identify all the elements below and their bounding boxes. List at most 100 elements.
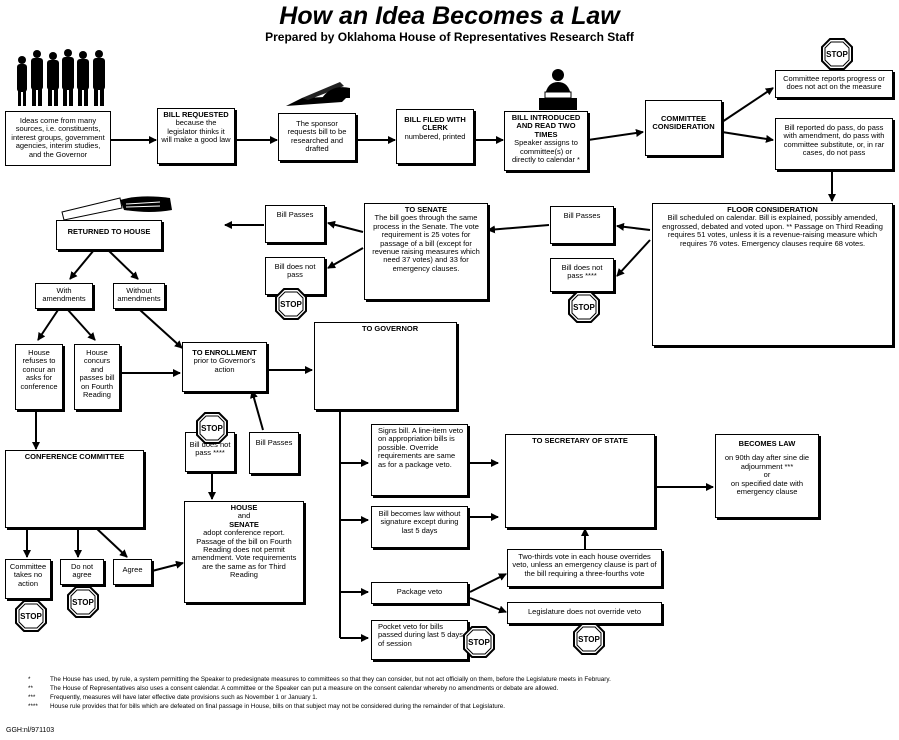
two-thirds-text: Two-thirds vote in each house overrides … xyxy=(512,552,657,578)
stop-sign-icon: STOP xyxy=(196,412,228,444)
agree-box: Agree xyxy=(113,559,152,585)
to-senate-text: The bill goes through the same process i… xyxy=(372,213,480,273)
footnote-mark: * xyxy=(28,676,31,683)
floor-consideration-box: FLOOR CONSIDERATION Bill scheduled on ca… xyxy=(652,203,893,346)
becomes-without-signature-text: Bill becomes law without signature excep… xyxy=(378,509,461,535)
footnote: ****House rule provides that for bills w… xyxy=(28,702,888,711)
committee-reports-text: Committee reports progress or does not a… xyxy=(783,74,885,92)
with-amendments-text: With amendments xyxy=(42,286,86,304)
not-override-box: Legislature does not override veto xyxy=(507,602,662,624)
bill-filed-text: numbered, printed xyxy=(404,131,466,141)
house-senate-text: adopt conference report. Passage of the … xyxy=(191,528,297,580)
svg-text:STOP: STOP xyxy=(826,50,848,59)
footnote: * The House has used, by rule, a system p… xyxy=(28,675,888,684)
bill-requested-title: BILL REQUESTED xyxy=(163,110,229,119)
do-not-agree-text: Do not agree xyxy=(70,562,94,580)
bill-requested-box: BILL REQUESTED because the legislator th… xyxy=(157,108,235,164)
house-senate-title2: SENATE xyxy=(229,519,259,529)
committee-no-action-box: Committee takes no action xyxy=(5,559,51,599)
svg-text:STOP: STOP xyxy=(201,424,223,433)
bill-filed-box: BILL FILED WITH CLERK numbered, printed xyxy=(396,109,474,164)
to-senate-title: TO SENATE xyxy=(404,205,448,214)
becomes-law-text2: on specified date with emergency clause xyxy=(730,478,804,496)
bill-filed-title: BILL FILED WITH CLERK xyxy=(404,115,466,133)
to-secretary-title: TO SECRETARY OF STATE xyxy=(532,436,628,445)
stop-sign-icon: STOP xyxy=(568,291,600,323)
stop-sign-icon: STOP xyxy=(463,626,495,658)
bill-introduced-title: BILL INTRODUCED AND READ TWO TIMES xyxy=(511,113,581,139)
without-amendments-text: Without amendments xyxy=(117,286,161,304)
to-governor-box: TO GOVERNOR xyxy=(314,322,457,410)
becomes-law-title: BECOMES LAW xyxy=(738,439,796,448)
house-bill-passes-text: Bill Passes xyxy=(563,211,601,220)
ideas-text: Ideas come from many sources, i.e. const… xyxy=(11,116,105,159)
to-governor-title: TO GOVERNOR xyxy=(362,324,419,333)
house-refuses-box: House refuses to concur an asks for conf… xyxy=(15,344,63,410)
footnote: ** The House of Representatives also uses… xyxy=(28,684,888,693)
senate-bill-passes-text: Bill Passes xyxy=(276,210,314,219)
house-senate-title1: HOUSE xyxy=(230,503,258,512)
becomes-without-signature-box: Bill becomes law without signature excep… xyxy=(371,506,468,548)
to-senate-box: TO SENATE The bill goes through the same… xyxy=(364,203,488,300)
footnote-text: The House has used, by rule, a system pe… xyxy=(50,676,611,683)
two-thirds-box: Two-thirds vote in each house overrides … xyxy=(507,549,662,587)
house-refuses-text: House refuses to concur an asks for conf… xyxy=(20,348,58,391)
not-override-text: Legislature does not override veto xyxy=(528,607,641,616)
footnote: ***Frequently, measures will have later … xyxy=(28,693,888,702)
stop-sign-icon: STOP xyxy=(275,288,307,320)
bill-reported-text: Bill reported do pass, do pass with amen… xyxy=(783,123,885,158)
house-concurs-text: House concurs and passes bill on Fourth … xyxy=(79,348,115,399)
committee-no-action-text: Committee takes no action xyxy=(9,562,47,588)
footnote-mark: *** xyxy=(28,694,36,702)
becomes-law-text1: on 90th day after sine die adjournment *… xyxy=(724,453,810,471)
svg-text:STOP: STOP xyxy=(573,303,595,312)
house-bill-passes-box: Bill Passes xyxy=(550,206,614,244)
stop-sign-icon: STOP xyxy=(573,623,605,655)
footnote-text: House rule provides that for bills which… xyxy=(50,703,506,711)
conf-bill-not-pass-text: Bill does not pass **** xyxy=(189,440,231,458)
floor-consideration-title: FLOOR CONSIDERATION xyxy=(727,205,818,214)
footnote-text: The House of Representatives also uses a… xyxy=(50,685,559,693)
conference-committee-box: CONFERENCE COMMITTEE xyxy=(5,450,144,528)
stop-sign-icon: STOP xyxy=(15,600,47,632)
package-veto-box: Package veto xyxy=(371,582,468,604)
pocket-veto-box: Pocket veto for bills passed during last… xyxy=(371,620,468,660)
stop-sign-icon: STOP xyxy=(67,586,99,618)
house-bill-not-pass-box: Bill does not pass **** xyxy=(550,258,614,292)
footnotes: * The House has used, by rule, a system p… xyxy=(28,675,888,712)
becomes-law-box: BECOMES LAW on 90th day after sine die a… xyxy=(715,434,819,518)
committee-reports-box: Committee reports progress or does not a… xyxy=(775,70,893,98)
svg-text:STOP: STOP xyxy=(20,612,42,621)
house-concurs-box: House concurs and passes bill on Fourth … xyxy=(74,344,120,410)
committee-consideration-box: COMMITTEE CONSIDERATION xyxy=(645,100,722,156)
sponsor-box: The sponsor requests bill to be research… xyxy=(278,113,356,161)
floor-consideration-text: Bill scheduled on calendar. Bill is expl… xyxy=(662,213,883,248)
agree-text: Agree xyxy=(122,565,143,574)
house-senate-and: and xyxy=(237,511,251,521)
bill-reported-box: Bill reported do pass, do pass with amen… xyxy=(775,118,893,170)
document-reference: GGH:nl/971103 xyxy=(6,727,55,734)
to-enrollment-text: prior to Governor's action xyxy=(193,356,256,374)
without-amendments-box: Without amendments xyxy=(113,283,165,309)
hand-document-icon xyxy=(60,192,178,220)
svg-text:STOP: STOP xyxy=(468,638,490,647)
footnote-mark: ** xyxy=(28,685,33,693)
becomes-law-or: or xyxy=(763,470,771,480)
pocket-veto-text: Pocket veto for bills passed during last… xyxy=(378,622,464,648)
house-and-senate-box: HOUSE and SENATE adopt conference report… xyxy=(184,501,304,603)
bill-introduced-box: BILL INTRODUCED AND READ TWO TIMES Speak… xyxy=(504,111,588,171)
house-bill-not-pass-text: Bill does not pass **** xyxy=(561,263,603,281)
returned-to-house-title: RETURNED TO HOUSE xyxy=(67,227,151,236)
svg-text:STOP: STOP xyxy=(578,635,600,644)
stop-sign-icon: STOP xyxy=(821,38,853,70)
bill-requested-text: because the legislator thinks it will ma… xyxy=(161,118,231,145)
svg-text:STOP: STOP xyxy=(72,598,94,607)
to-enrollment-title: TO ENROLLMENT xyxy=(192,348,257,357)
ideas-box: Ideas come from many sources, i.e. const… xyxy=(5,111,111,166)
bill-introduced-text: Speaker assigns to committee(s) or direc… xyxy=(512,138,580,164)
senate-bill-passes-box: Bill Passes xyxy=(265,205,325,243)
with-amendments-box: With amendments xyxy=(35,283,93,309)
sponsor-text: The sponsor requests bill to be research… xyxy=(287,119,347,154)
signs-bill-text: Signs bill. A line-item veto on appropri… xyxy=(378,426,464,469)
